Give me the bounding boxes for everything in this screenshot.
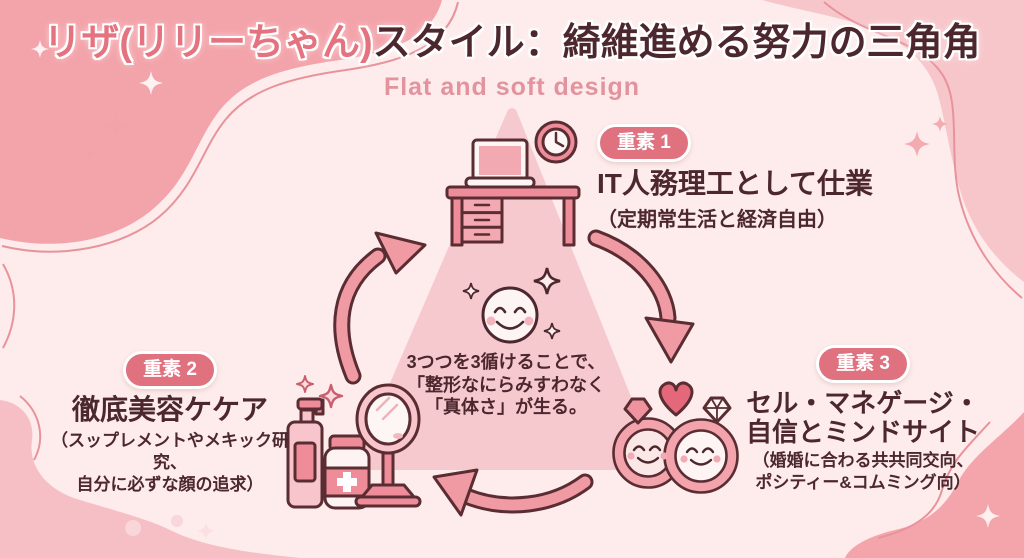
sparkle-icon [904,131,930,157]
sparkle-icon [462,282,480,300]
title-main: スタイル：綺維進める努力の三角角 [372,22,981,64]
element-1-block: 重素 1 IT人務理工として仕業 （定期常生活と経済自由） [597,124,873,232]
sparkle-icon [543,322,561,340]
element-2-block: 重素 2 徹底美容ケケア （スップレメントやメキック研究、 自分に必ずな顔の追求… [40,351,300,496]
smiley-face-icon [462,267,561,344]
mirror-icon [381,451,395,487]
element-2-heading: 徹底美容ケケア [71,394,268,425]
blob-bottom-left [0,400,300,558]
element-3-heading: セル・マネゲージ・ 自信とミンドサイト [745,388,980,447]
title-accent: リザ(リリーちゃん) [43,22,373,64]
sparkle-icon [976,504,1000,528]
blob-top-right [762,0,1024,282]
desk-laptop-clock-icon [445,120,581,247]
page-subtitle: Flat and soft design [383,73,641,101]
cycle-center-note: 3つつを3循けることで、 「整形なにらみすわなく 「真体さ」が生る。 [406,352,606,417]
element-2-badge: 重素 2 [123,351,217,389]
sparkle-icon [81,145,99,163]
element-3-detail: （婚婚に合わる共共同交向、 ポシティー&コムミング向） [752,451,974,493]
decor-dot [171,515,183,527]
element-1-heading: IT人務理工として仕業 [597,168,874,199]
sparkle-icon [139,71,163,95]
element-3-badge: 重素 3 [816,345,910,383]
element-2-detail: （スップレメントやメキック研究、 自分に必ずな顔の追求） [51,430,289,494]
element-1-badge: 重素 1 [597,124,691,162]
element-1-detail: （定期常生活と経済自由） [597,208,837,231]
blob-bottom-right [845,412,1024,558]
sparkle-icon [318,383,344,409]
heart-icon [658,381,694,417]
cycle-arrow-down-right [587,229,695,364]
curve-top-left [1,1,459,253]
gem-icon [623,397,653,425]
element-3-block: 重素 3 セル・マネゲージ・ 自信とミンドサイト （婚婚に合わる共共同交向、 ポ… [733,345,993,494]
curve-left-edge [2,263,16,349]
cosmetics-mirror-icon [286,375,422,510]
curve-bottom-right [877,421,991,539]
sparkle-icon [31,40,49,58]
cycle-arrow-up-left [333,231,427,385]
sparkle-icon [296,375,314,393]
sparkle-icon [197,522,215,540]
decor-dot [125,520,141,536]
sparkle-icon [533,267,561,295]
wedding-rings-icon [612,381,739,494]
sparkle-icon [102,112,130,140]
blob-top-left [0,0,442,244]
sparkle-icon [932,116,948,132]
cycle-arrow-bottom-left [432,468,594,517]
curve-top-right [823,1,1023,299]
page-title: リザ(リリーちゃん)スタイル：綺維進める努力の三角角 [0,22,1024,64]
curve-bottom-left [19,395,42,461]
